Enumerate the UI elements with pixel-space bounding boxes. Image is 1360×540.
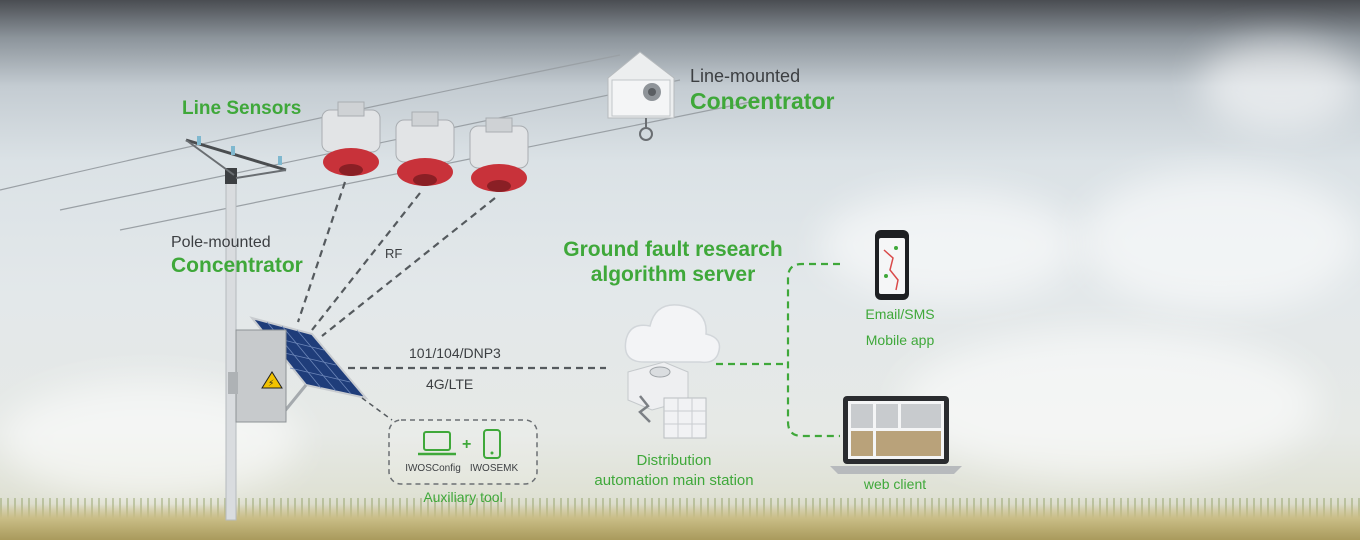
auxiliary-tool-label: Auxiliary tool — [423, 489, 503, 505]
rf-links — [296, 181, 496, 337]
iwos-config-label: IWOSConfig — [405, 463, 461, 474]
phone-icon — [483, 429, 501, 459]
line-sensors-label: Line Sensors — [182, 98, 302, 119]
mobile-app-label: Mobile app — [865, 332, 935, 348]
concentrator-box-icon — [607, 51, 675, 141]
ground-fault-server-title-line1: Ground fault research — [563, 238, 783, 261]
ground-fault-server-title-line2: algorithm server — [590, 263, 756, 286]
laptop-icon — [418, 431, 456, 456]
line-sensor-icon — [395, 111, 455, 186]
aux-link — [361, 397, 393, 421]
rf-label: RF — [385, 246, 403, 261]
line-mounted-label: Line-mounted — [690, 66, 801, 86]
svg-text:⚡: ⚡ — [268, 379, 274, 389]
email-sms-label: Email/SMS — [865, 306, 935, 322]
protocol-label: 101/104/DNP3 — [409, 345, 501, 361]
line-mounted-concentrator-label: Concentrator — [690, 88, 835, 114]
cloud-icon — [624, 304, 721, 364]
concentrator-box-icon: ⚡ — [228, 329, 287, 423]
iwos-emk-label: IWOSEMK — [469, 463, 519, 474]
distribution-label-line1: Distribution — [636, 452, 712, 469]
network-label: 4G/LTE — [426, 376, 474, 392]
plus-sign: + — [462, 436, 472, 453]
mobile-phone-icon — [875, 230, 909, 300]
pole-mounted-concentrator-label: Concentrator — [171, 254, 303, 277]
web-laptop-icon — [830, 396, 962, 474]
utility-pole — [185, 136, 287, 521]
line-sensor-icon — [321, 101, 381, 176]
client-links — [716, 262, 840, 438]
web-client-label: web client — [863, 476, 927, 492]
line-sensor-icon — [469, 117, 529, 192]
pole-mounted-label: Pole-mounted — [171, 234, 271, 251]
distribution-label-line2: automation main station — [594, 472, 754, 489]
server-icon — [627, 361, 707, 439]
